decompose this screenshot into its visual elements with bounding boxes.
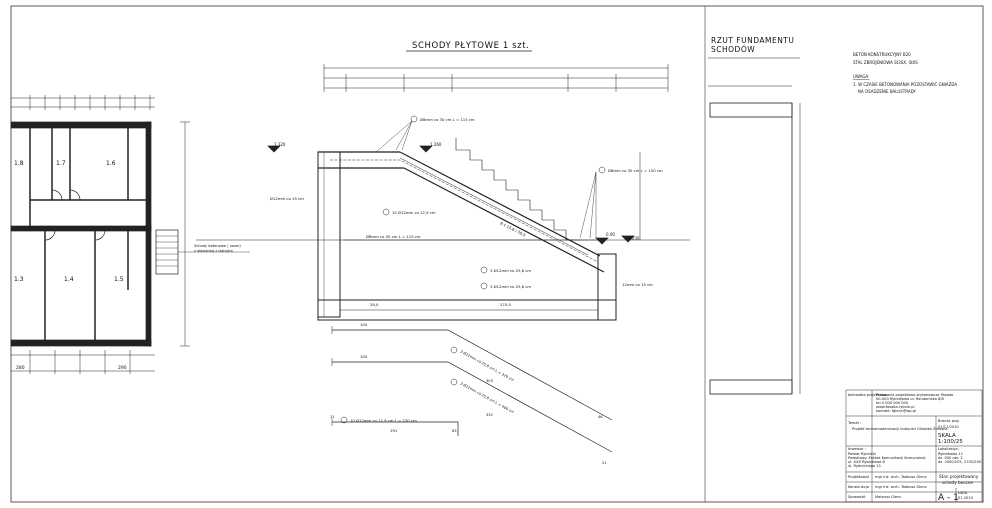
- dim-label: 270,0: [500, 302, 511, 307]
- tb-scale-value: 1:100/25: [938, 439, 963, 445]
- bar-label: 3 Ø12mm co 25,8 cm: [490, 284, 531, 289]
- tb-investor-line: Powiatowy Zakład Komunikacji Komunalnej: [848, 456, 925, 460]
- note-steel: STAL ZBROJENIOWA St3SX, St0S: [853, 60, 918, 65]
- tb-sheet-no: A - 1: [938, 493, 959, 503]
- tb-date: 01/11/2010: [938, 425, 959, 429]
- bar-marker: [598, 166, 606, 174]
- schedule-label: 3 Ø12mm co 25,8 cm L = 320 cm: [460, 349, 516, 383]
- tb-role: Projektował: [848, 475, 870, 479]
- bar-schedule: [331, 326, 613, 453]
- bar-label: Ø12mm co 15 cm: [270, 196, 304, 201]
- tb-designer-line: kontakt: fglenc@wp.pl: [876, 409, 916, 413]
- bar-marker: [340, 416, 348, 424]
- plan-dim: 280: [16, 365, 25, 371]
- room-label: 1.3: [14, 276, 24, 283]
- level-label: 1.260: [430, 142, 442, 147]
- bar-label: 12mm co 15 cm: [622, 282, 653, 287]
- tb-designer-line: tel 0 000 000 000: [876, 401, 909, 405]
- tb-role: Sprawdził: [848, 495, 866, 499]
- stairs-callout-2: z okładziną z lastryka: [194, 249, 233, 253]
- tb-drawing-name: Stan projektowany: [939, 474, 979, 479]
- tb-designer-line: Pracownia projektowo-wykonawcza Fasada: [876, 393, 953, 397]
- bar-label: Ø8mm co 30 cm L = 115 cm: [366, 234, 421, 239]
- foundation-title: RZUT FUNDAMENTU: [711, 36, 794, 45]
- note-uwaga-1: 1. W CZASIE BETONOWANIA POZOSTAWIĆ GNIAZ…: [853, 82, 957, 87]
- hook-len: 46: [598, 415, 603, 419]
- bar-label: 10 Ø12mm co 12,9 cm: [392, 210, 436, 215]
- room-label: 1.4: [64, 276, 74, 283]
- tb-branza: Branża proj.: [938, 419, 960, 423]
- note-concrete: BETON KONSTRUKCYJNY B20: [853, 52, 911, 57]
- schedule-label: 3 Ø12mm co 25,8 cm L = 400 cm: [460, 381, 516, 415]
- tb-scale-label: SKALA: [938, 433, 956, 439]
- room-label: 1.8: [14, 160, 24, 167]
- tb-investor-line: Powiat Rybnicki: [848, 452, 876, 456]
- hook-len: 83: [452, 429, 457, 433]
- tb-role: Konstrukcja: [848, 485, 869, 489]
- bar-marker: [450, 346, 458, 354]
- bar-label: Ø8mm co 30 cm L = 115 cm: [420, 117, 475, 122]
- bar-label: Ø8mm co 30 cm L = 150 cm: [608, 168, 663, 173]
- tb-location-line: Rybnikowo 11: [938, 452, 963, 456]
- tb-location-line: dz. 000 obr. 2: [938, 456, 963, 460]
- bar-marker: [480, 266, 488, 274]
- level-label: 0.030: [628, 236, 640, 241]
- schedule-sub: 332: [486, 413, 493, 417]
- tb-theme-value: Projekt termomodernizacji budynku Ośrodk…: [852, 427, 947, 431]
- room-label: 1.6: [106, 160, 116, 167]
- tb-designer-line: 00-000 Rybnikowo ul. Randomska 8/8: [876, 397, 944, 401]
- room-label: 1.5: [114, 276, 124, 283]
- tb-designer-label: Jednostka projektowa :: [847, 393, 889, 397]
- hook-len: 21: [602, 461, 607, 465]
- foundation-title-2: SCHODÓW: [711, 45, 755, 54]
- tb-name: mgr inż. arch. Tadeusz Glenc: [875, 485, 927, 489]
- schedule-len: 100: [360, 354, 368, 359]
- tb-date-bottom: DATA: [958, 491, 968, 495]
- section-drawing: [196, 64, 690, 321]
- hook-len: 11: [330, 415, 335, 419]
- note-uwaga: UWAGA:: [853, 74, 869, 79]
- drawing-title: SCHODY PŁYTOWE 1 szt.: [412, 41, 529, 51]
- tb-investor-line: ul. Rybnickiego 11: [848, 464, 881, 468]
- tb-name: mgr inż. arch. Tadeusz Glenc: [875, 475, 927, 479]
- tb-location-label: Lokalizacja:: [938, 447, 959, 451]
- room-label: 1.7: [56, 160, 66, 167]
- bar-label: 3 Ø12mm co 25,8 cm: [490, 268, 531, 273]
- tb-theme-label: Temat :: [847, 421, 861, 425]
- title-block: [845, 389, 983, 503]
- level-label: 1.320: [274, 142, 286, 147]
- stairs-callout: Schody betonowe ( nowe): [194, 244, 241, 248]
- tb-location-line: dz. 2000/205, 2705/200: [938, 460, 982, 464]
- bar-marker: [480, 282, 488, 290]
- tb-drawing-name-2: - schody boczne: [939, 480, 973, 485]
- tb-investor-line: ul. XXX Rybnikowo 8: [848, 460, 886, 464]
- level-label: 0.00: [606, 232, 615, 237]
- bar-marker: [382, 208, 390, 216]
- tb-name: Mateusz Glenc: [875, 495, 901, 499]
- tb-designer-line: www.fasada.rybnik.pl: [876, 405, 914, 409]
- plan-dim: 290: [118, 365, 127, 371]
- sheet-frame: [10, 5, 984, 503]
- schedule-len: 100: [360, 322, 368, 327]
- schedule-len: 191: [390, 428, 398, 433]
- foundation-plan: [708, 85, 801, 395]
- tb-date-bottom-value: 01.2010: [958, 496, 974, 500]
- note-uwaga-2: NA OSADZENIE BALUSTRADY: [858, 89, 916, 94]
- floor-plan: [10, 95, 250, 374]
- dim-label: 28,0: [370, 302, 379, 307]
- schedule-label: 10 Ø12mm co 12,9 cm L = 230 cm: [350, 418, 417, 423]
- bar-marker: [450, 378, 458, 386]
- schedule-sub: 303: [486, 379, 493, 383]
- tb-investor-label: Inwestor :: [848, 447, 866, 451]
- bar-marker: [410, 115, 418, 123]
